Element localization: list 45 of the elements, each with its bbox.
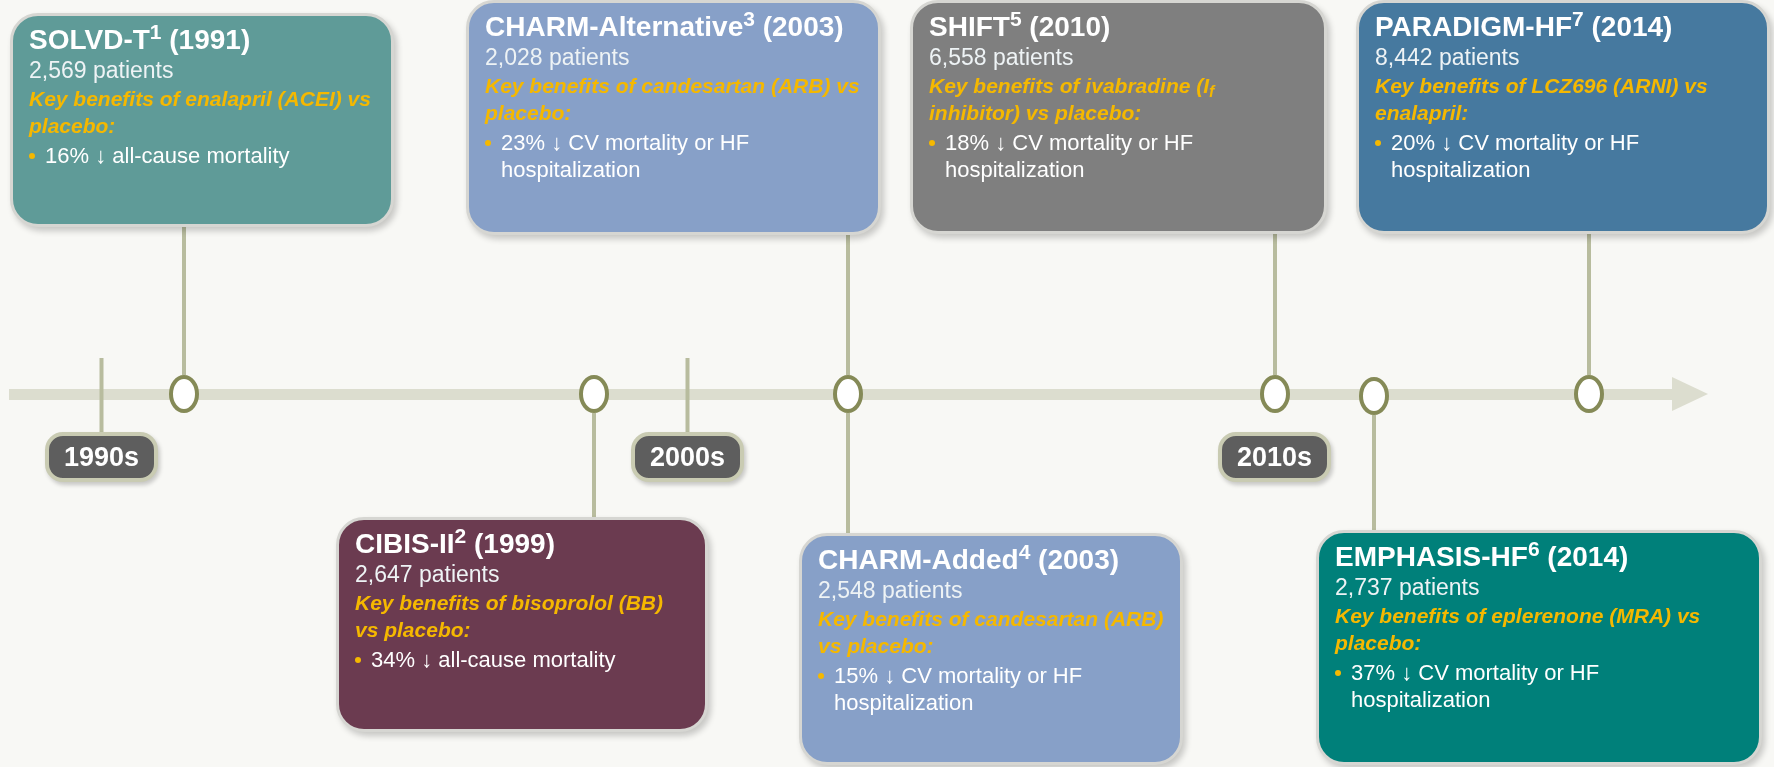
benefit-result: 23% ↓ CV mortality or HF hospitalization — [501, 128, 751, 184]
benefit-result: 15% ↓ CV mortality or HF hospitalization — [834, 661, 1084, 717]
trial-card — [910, 0, 1327, 234]
decade-badge: 1990s — [45, 432, 158, 482]
trial-title: CHARM-Added$^{4}$ (2003) — [818, 544, 1121, 577]
connector-line — [846, 413, 850, 533]
trial-title: PARADIGM-HF$^{7}$ (2014) — [1375, 11, 1674, 44]
benefit-result: 16% ↓ all-cause mortality — [45, 141, 290, 170]
trial-card — [1316, 530, 1762, 765]
benefit-result: 20% ↓ CV mortality or HF hospitalization — [1391, 128, 1641, 184]
connector-line — [182, 227, 186, 375]
patient-count: 2,647 patients — [355, 560, 501, 589]
benefit-heading: Key benefits of bisoprolol (BB) vs placebo: — [355, 589, 664, 644]
connector-line — [846, 235, 850, 375]
trial-title: CIBIS-II$^{2}$ (1999) — [355, 528, 556, 561]
patient-count: 2,548 patients — [818, 576, 964, 605]
connector-line — [1372, 415, 1376, 530]
trial-card — [10, 13, 394, 227]
patient-count: 2,028 patients — [485, 43, 631, 72]
decade-badge: 2010s — [1218, 432, 1331, 482]
benefit-heading: Key benefits of ivabradine (I$_{f}$ inhibitor) vs placebo: — [929, 72, 1217, 127]
trial-card — [466, 0, 881, 235]
trial-card — [799, 533, 1183, 765]
trial-card — [1356, 0, 1770, 234]
benefit-heading: Key benefits of LCZ696 (ARNI) vs enalapril: — [1375, 72, 1709, 127]
benefit-result: 37% ↓ CV mortality or HF hospitalization — [1351, 658, 1601, 714]
patient-count: 2,737 patients — [1335, 573, 1481, 602]
trial-title: SOLVD-T$^{1}$ (1991) — [29, 24, 252, 57]
trial-title: SHIFT$^{5}$ (2010) — [929, 11, 1112, 44]
patient-count: 6,558 patients — [929, 43, 1075, 72]
benefit-heading: Key benefits of candesartan (ARB) vs placebo: — [818, 605, 1164, 660]
benefit-heading: Key benefits of enalapril (ACEI) vs placebo: — [29, 85, 372, 140]
trial-card — [336, 517, 708, 732]
benefit-heading: Key benefits of candesartan (ARB) vs placebo: — [485, 72, 861, 127]
patient-count: 2,569 patients — [29, 56, 175, 85]
decade-badge: 2000s — [631, 432, 744, 482]
patient-count: 8,442 patients — [1375, 43, 1521, 72]
connector-line — [592, 413, 596, 517]
connector-line — [1273, 234, 1277, 375]
benefit-heading: Key benefits of eplerenone (MRA) vs placebo: — [1335, 602, 1702, 657]
trial-title: EMPHASIS-HF$^{6}$ (2014) — [1335, 541, 1630, 574]
benefit-result: 18% ↓ CV mortality or HF hospitalization — [945, 128, 1195, 184]
benefit-result: 34% ↓ all-cause mortality — [371, 645, 616, 674]
trial-title: CHARM-Alternative$^{3}$ (2003) — [485, 11, 845, 44]
connector-line — [1587, 234, 1591, 375]
